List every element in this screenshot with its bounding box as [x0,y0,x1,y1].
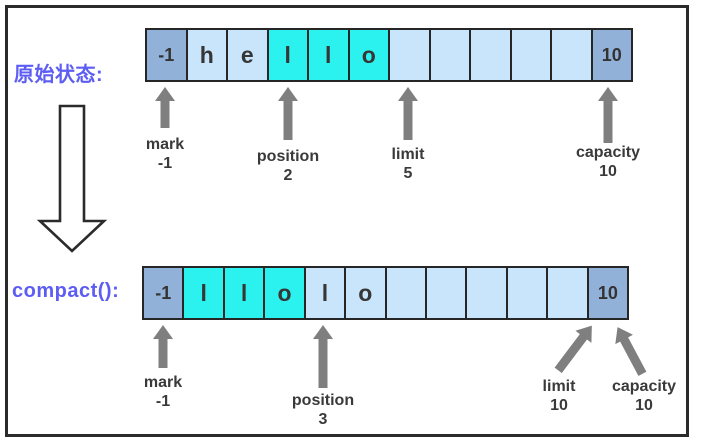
position-arrow-icon [313,325,333,388]
pointer-name: capacity [611,378,677,395]
position-label: position 3 [273,391,373,429]
buffer-slot: l [309,30,350,80]
buffer-slot: l [268,30,309,80]
buffer-slot: e [228,30,269,80]
buffer-slot: l [305,268,347,318]
pointer-name: limit [391,146,425,163]
position-label: position 2 [238,147,338,185]
buffer-slot: o [349,30,390,80]
pointer-value: 10 [635,397,653,414]
limit-arrow-icon [398,87,418,140]
diagram-border [5,5,689,437]
pointer-name: position [291,392,355,409]
pointer-value: -1 [155,393,171,410]
limit-label: limit 10 [509,377,609,415]
mark-label: mark -1 [115,135,215,173]
pointer-value: 3 [318,411,328,428]
down-arrow-icon [37,104,107,253]
stage2-title: compact(): [12,280,120,302]
buffer-slot [511,30,552,80]
pointer-value: 2 [283,167,293,184]
buffer-slot: l [184,268,225,318]
capacity-label: capacity 10 [594,377,694,415]
pointer-value: 10 [550,397,568,414]
capacity-value-cell: 10 [588,268,628,318]
capacity-label: capacity 10 [558,143,658,181]
stage1-title: 原始状态: [14,64,104,86]
pointer-name: mark [143,374,183,391]
buffer-slot [390,30,431,80]
buffer-slot [386,268,427,318]
mark-value-cell: -1 [147,30,188,80]
buffer-slot [430,30,471,80]
mark-arrow-icon [155,87,175,128]
buffer-slot [467,268,508,318]
capacity-value-cell: 10 [592,30,631,80]
buffer-slot [426,268,468,318]
pointer-value: 5 [403,165,413,182]
pointer-name: capacity [575,144,641,161]
mark-arrow-icon [153,325,173,368]
buffer-slot [507,268,549,318]
capacity-arrow-icon [598,87,618,143]
buffer-slot: l [224,268,266,318]
buffer-row-original: -1 h e l l o 10 [145,28,633,82]
buffer-slot: o [265,268,306,318]
pointer-value: -1 [157,155,173,172]
buffer-slot: o [346,268,387,318]
buffer-slot [548,268,589,318]
pointer-value: 10 [599,163,617,180]
capacity-arrow-icon [615,327,647,377]
buffer-slot [552,30,593,80]
limit-label: limit 5 [358,145,458,183]
mark-label: mark -1 [113,373,213,411]
buffer-slot [471,30,512,80]
limit-arrow-icon [554,325,592,374]
pointer-name: mark [145,136,185,153]
buffer-row-compacted: -1 l l o l o 10 [142,266,629,320]
buffer-slot: h [187,30,228,80]
pointer-name: position [256,148,320,165]
pointer-name: limit [542,378,576,395]
mark-value-cell: -1 [144,268,185,318]
position-arrow-icon [278,87,298,140]
